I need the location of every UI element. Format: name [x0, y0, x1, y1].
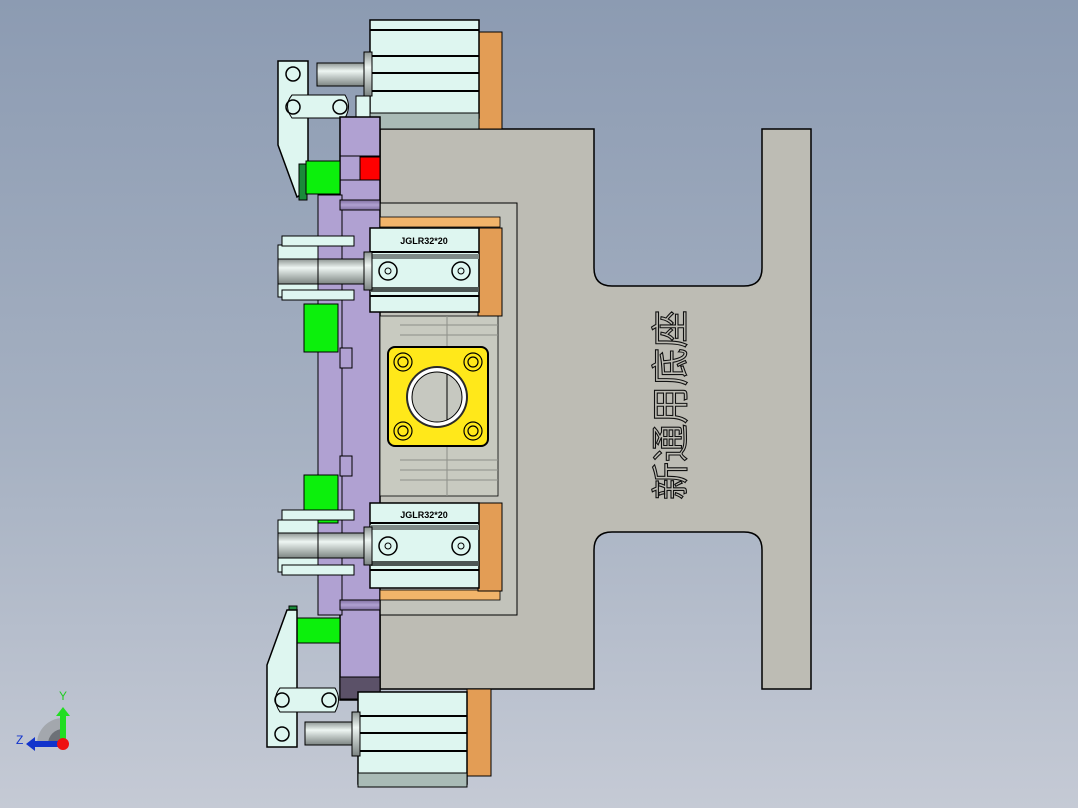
origin-point-icon: [57, 738, 69, 750]
lower-guided-cylinder[interactable]: JGLR32*20: [316, 502, 503, 592]
cylinder-model-label: JGLR32*20: [400, 236, 448, 246]
cylinder-model-label: JGLR32*20: [400, 510, 448, 520]
pivot-pin-icon: [285, 66, 301, 82]
lower-guide-rail: [379, 589, 501, 601]
bottom-cylinder-assembly[interactable]: [304, 688, 492, 788]
pivot-pin-icon: [274, 726, 290, 742]
bottom-swing-clamp-arm[interactable]: [266, 609, 339, 748]
top-swing-clamp-arm[interactable]: [277, 60, 349, 199]
coordinate-triad[interactable]: Y Z: [16, 689, 70, 751]
bolt-icon: [378, 261, 398, 281]
locator-bolt-icon: [393, 352, 413, 372]
fixture-body[interactable]: [317, 116, 381, 701]
stop-block[interactable]: [359, 156, 381, 181]
z-axis-label: Z: [16, 733, 23, 747]
top-cylinder-assembly[interactable]: [316, 19, 503, 130]
yellow-locator-plate[interactable]: [387, 346, 489, 447]
locator-bolt-icon: [463, 421, 483, 441]
pivot-pin-icon: [321, 692, 337, 708]
y-axis-arrow-icon: [56, 707, 70, 744]
upper-guided-cylinder[interactable]: JGLR32*20: [316, 227, 503, 317]
base-plate-label: 新通用底座: [651, 310, 693, 500]
z-axis-arrow-icon: [26, 737, 63, 751]
pivot-pin-icon: [332, 99, 348, 115]
upper-guide-rail: [379, 216, 501, 228]
y-axis-label: Y: [59, 689, 67, 703]
bolt-icon: [451, 261, 471, 281]
locator-bolt-icon: [463, 352, 483, 372]
lower-clamp-yoke[interactable]: [277, 509, 355, 576]
bolt-icon: [451, 536, 471, 556]
pivot-pin-icon: [285, 99, 301, 115]
upper-clamp-yoke[interactable]: [277, 235, 355, 301]
bolt-icon: [378, 536, 398, 556]
locator-bolt-icon: [393, 421, 413, 441]
pivot-pin-icon: [274, 692, 290, 708]
